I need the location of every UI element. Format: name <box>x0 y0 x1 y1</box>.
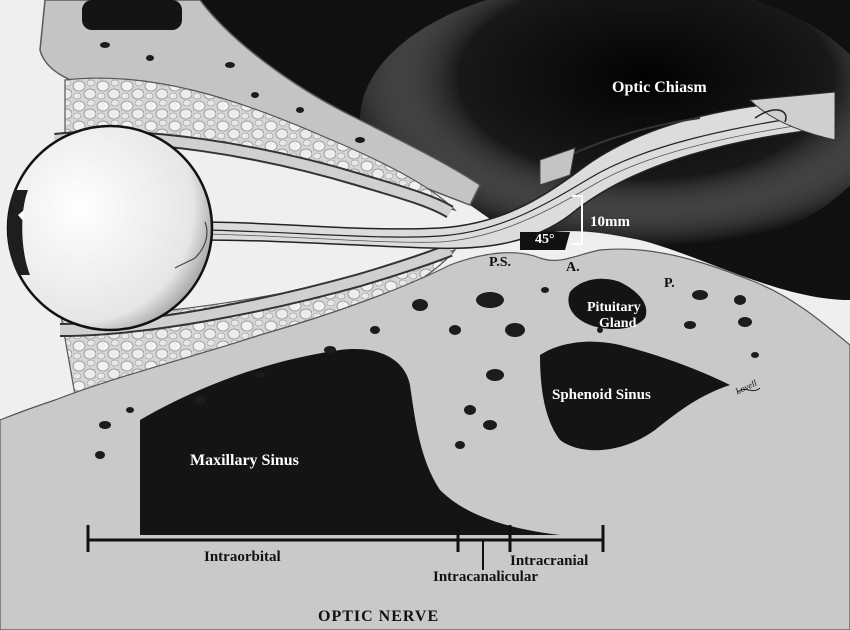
label-maxillary-sinus: Maxillary Sinus <box>190 452 299 469</box>
label-optic-chiasm: Optic Chiasm <box>612 79 707 96</box>
label-pituitary-line1: Pituitary <box>587 300 641 315</box>
sphenoid-sinus <box>540 341 730 451</box>
label-sphenoid-sinus: Sphenoid Sinus <box>552 387 651 403</box>
label-ten-mm: 10mm <box>590 214 630 230</box>
optic-chiasm-shape <box>748 91 836 141</box>
label-angle: 45° <box>535 232 555 247</box>
eyeball <box>6 124 214 332</box>
label-intracranial: Intracranial <box>510 553 589 569</box>
label-intraorbital: Intraorbital <box>204 549 281 565</box>
label-a: A. <box>566 260 580 275</box>
label-intracanalicular: Intracanalicular <box>433 569 538 585</box>
segment-scale <box>86 525 605 570</box>
label-ps: P.S. <box>489 255 512 270</box>
diagram-title: OPTIC NERVE <box>318 608 440 625</box>
optic-nerve-sheath <box>199 97 836 250</box>
label-p: P. <box>664 276 675 291</box>
bone-pores <box>95 42 759 459</box>
label-pituitary-line2: Gland <box>599 316 637 331</box>
maxillary-sinus <box>140 349 560 535</box>
ten-mm-bracket <box>572 195 583 245</box>
